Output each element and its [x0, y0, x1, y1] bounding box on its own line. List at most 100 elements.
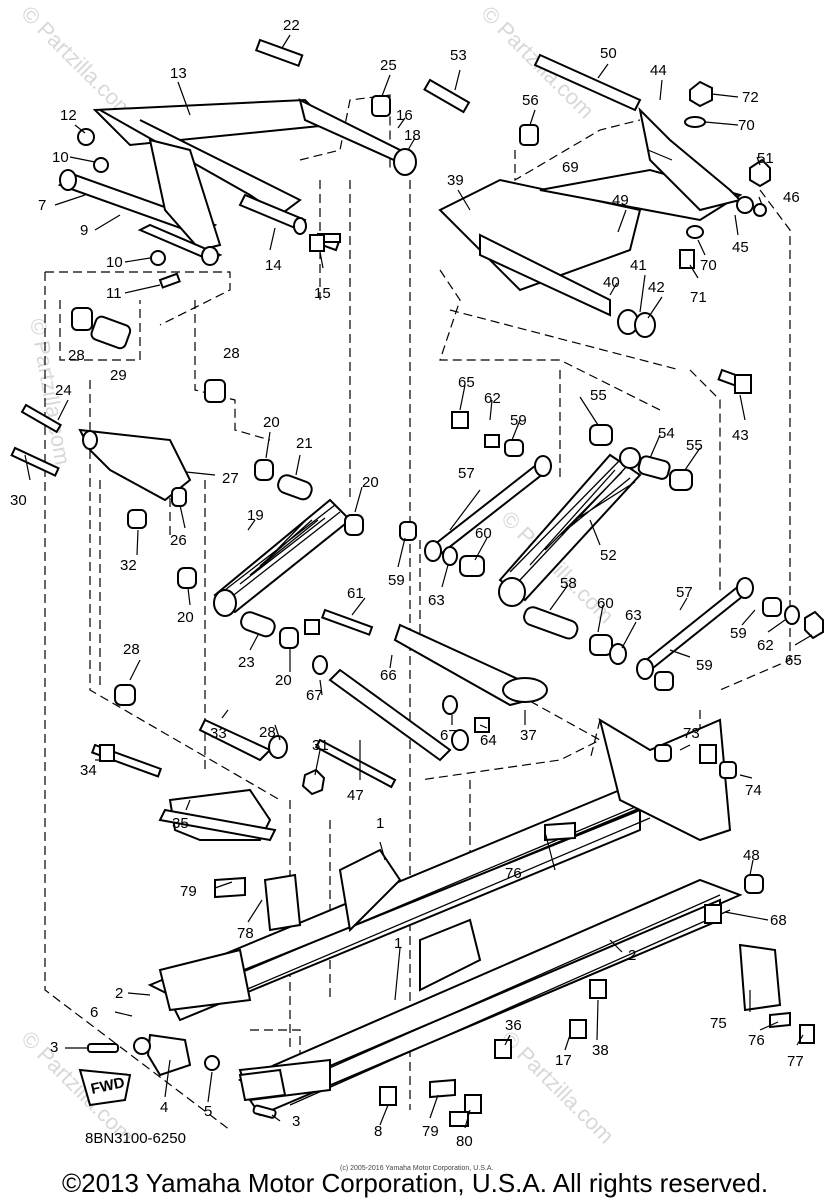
callout: 58	[560, 575, 577, 592]
callout: 78	[237, 925, 254, 942]
callout: 50	[600, 45, 617, 62]
callout: 52	[600, 547, 617, 564]
callout: 4	[160, 1099, 168, 1116]
right-shock-absorber	[498, 424, 693, 665]
front-arm-assembly	[57, 38, 417, 403]
callout: 69	[562, 159, 579, 176]
callout: 37	[520, 727, 537, 744]
fastener-parts	[99, 234, 815, 1127]
callout: 51	[757, 150, 774, 167]
callout: 20	[263, 414, 280, 431]
fine-print: (c) 2005-2016 Yamaha Motor Corporation, …	[340, 1165, 494, 1172]
callout: 55	[686, 437, 703, 454]
callout: 57	[676, 584, 693, 601]
callout: 16	[396, 107, 413, 124]
callout: 54	[658, 425, 675, 442]
callout: 28	[123, 641, 140, 658]
fwd-label: FWD	[89, 1074, 126, 1098]
callout: 6	[90, 1004, 98, 1021]
callout: 11	[106, 285, 122, 302]
callout: 19	[247, 507, 264, 524]
slide-rail-assembly	[147, 717, 791, 1117]
callout: 72	[742, 89, 759, 106]
callout: 59	[388, 572, 405, 589]
callout: 70	[700, 257, 717, 274]
callout: 39	[447, 172, 464, 189]
callout: 28	[259, 724, 276, 741]
callout: 35	[172, 815, 189, 832]
callout: 63	[625, 607, 642, 624]
link-bracket-assembly	[10, 403, 277, 842]
callout-labels: 1 1 2 2 2 3 3 4 5 6 7 8 9 10 10 11 12 13…	[10, 17, 804, 1150]
callout: 43	[732, 427, 749, 444]
callout: 24	[55, 382, 72, 399]
callout: 18	[404, 127, 421, 144]
callout: 26	[170, 532, 187, 549]
callout: 7	[38, 197, 46, 214]
callout: 76	[505, 865, 522, 882]
callout: 65	[785, 652, 802, 669]
callout: 1	[394, 935, 402, 952]
callout: 38	[592, 1042, 609, 1059]
front-stopper-assembly: FWD	[78, 1033, 277, 1119]
callout: 57	[458, 465, 475, 482]
callout: 55	[590, 387, 607, 404]
callout: 15	[314, 285, 331, 302]
callout: 47	[347, 787, 364, 804]
callout: 56	[522, 92, 539, 109]
callout: 62	[757, 637, 774, 654]
callout: 28	[68, 347, 85, 364]
callout: 71	[690, 289, 707, 306]
callout: 59	[510, 412, 527, 429]
callout: 48	[743, 847, 760, 864]
callout: 74	[745, 782, 762, 799]
callout: 30	[10, 492, 27, 509]
callout: 2	[115, 985, 123, 1002]
callout: 46	[783, 189, 800, 206]
callout: 3	[50, 1039, 58, 1056]
callout: 49	[612, 192, 629, 209]
callout: 12	[60, 107, 77, 124]
watermark-text: © Partzilla.com	[16, 1, 139, 124]
callout: 80	[456, 1133, 473, 1150]
callout: 61	[347, 585, 364, 602]
callout: 59	[730, 625, 747, 642]
callout: 20	[275, 672, 292, 689]
callout: 25	[380, 57, 397, 74]
callout: 20	[362, 474, 379, 491]
callout: 75	[710, 1015, 727, 1032]
callout: 13	[170, 65, 187, 82]
assembly-dashed-lines	[44, 94, 791, 1131]
callout: 34	[80, 762, 97, 779]
callout: 22	[283, 17, 300, 34]
callout: 77	[787, 1053, 804, 1070]
rear-arm-assembly	[317, 53, 771, 391]
callout: 14	[265, 257, 282, 274]
callout: 40	[603, 274, 620, 291]
callout: 28	[223, 345, 240, 362]
callout: 67	[440, 727, 457, 744]
callout: 53	[450, 47, 467, 64]
callout: 9	[80, 222, 88, 239]
callout: 10	[106, 254, 123, 271]
callout: 20	[177, 609, 194, 626]
callout: 68	[770, 912, 787, 929]
callout: 21	[296, 435, 313, 452]
callout: 44	[650, 62, 667, 79]
callout: 29	[110, 367, 127, 384]
left-shock-absorber	[177, 459, 364, 649]
diagram-code: 8BN3100-6250	[85, 1130, 186, 1147]
callout: 59	[696, 657, 713, 674]
callout: 10	[52, 149, 69, 166]
callout: 5	[204, 1103, 212, 1120]
callout: 32	[120, 557, 137, 574]
callout: 36	[505, 1017, 522, 1034]
callout: 70	[738, 117, 755, 134]
callout: 1	[376, 815, 384, 832]
callout: 67	[306, 687, 323, 704]
callout: 42	[648, 279, 665, 296]
callout: 60	[475, 525, 492, 542]
callout: 33	[210, 725, 227, 742]
callout: 23	[238, 654, 255, 671]
